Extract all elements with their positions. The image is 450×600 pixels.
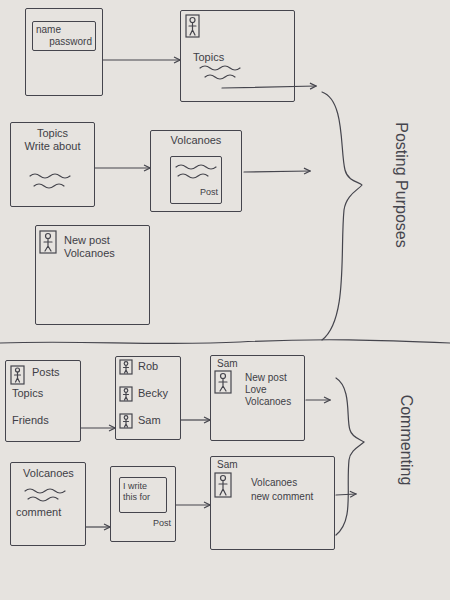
person-icon (120, 360, 132, 374)
screen-text: I write this for (123, 481, 163, 503)
screen-text: Volcanoes (16, 467, 81, 480)
squiggle (25, 489, 65, 493)
squiggle (34, 184, 64, 188)
screen-text: Sam (217, 459, 330, 471)
screen-text: Friends (12, 414, 76, 427)
flow-arrow (81, 427, 115, 428)
screen-box: New postVolcanoes (35, 225, 150, 325)
screen-box: SamNew postLoveVolcanoes (210, 355, 305, 441)
inner-box: namepassword (32, 21, 96, 51)
squiggle (30, 174, 70, 178)
person-icon (215, 473, 231, 497)
screen-text: Write about (15, 140, 90, 153)
brace (322, 92, 362, 340)
person-icon (186, 15, 199, 37)
person-icon (11, 366, 24, 384)
section-divider (0, 340, 450, 344)
screen-text: Love (245, 384, 301, 396)
person-icon (120, 414, 132, 428)
screen-text: Sam (217, 358, 301, 370)
inner-box: Post (170, 156, 222, 204)
squiggle (205, 75, 235, 79)
screen-text: Posts (32, 366, 76, 379)
squiggle (200, 66, 240, 70)
leader-arrow (336, 494, 356, 495)
screen-text: Topics (193, 51, 290, 64)
screen-text: Volcanoes (245, 396, 301, 408)
screen-text: Post (174, 187, 218, 198)
screen-text: Volcanoes (251, 477, 330, 489)
screen-text: Topics (12, 387, 76, 400)
screen-text: Becky (138, 387, 177, 400)
person-icon (215, 371, 231, 393)
screen-box: VolcanoesPost (150, 130, 242, 212)
squiggle (176, 165, 216, 169)
leader-arrow (222, 86, 316, 88)
squiggle (178, 174, 208, 178)
screen-text: Post (115, 518, 171, 529)
leader-arrow (306, 399, 330, 400)
screen-text: Topics (15, 127, 90, 140)
screen-text: name (36, 24, 92, 36)
screen-box: Post I write this for (110, 466, 176, 542)
flow-arrow (103, 59, 180, 60)
screen-text: New post (64, 234, 145, 247)
leader-arrow (244, 171, 310, 172)
person-icon (40, 231, 56, 253)
screen-text: Volcanoes (64, 247, 145, 260)
screen-text: new comment (251, 491, 330, 503)
screen-box: Volcanoes comment (10, 462, 86, 546)
screen-box: namepassword (25, 8, 103, 96)
flow-arrow (176, 504, 210, 505)
screen-box: TopicsWrite about (10, 122, 95, 207)
section-label: Commenting (395, 365, 415, 515)
screen-box: RobBeckySam (115, 356, 181, 440)
flow-arrow (95, 167, 150, 168)
screen-text: password (36, 36, 92, 48)
screen-box: Topics (180, 10, 295, 102)
flow-arrow (181, 419, 210, 420)
screen-text: comment (16, 506, 81, 519)
flow-arrow (86, 526, 110, 527)
screen-text: Sam (138, 414, 177, 427)
screen-text: New post (245, 372, 301, 384)
inner-box: I write this for (119, 477, 167, 513)
squiggle (28, 497, 58, 501)
screen-text: Volcanoes (155, 134, 237, 147)
screen-box: SamVolcanoes new comment (210, 456, 335, 550)
screen-text: Rob (138, 360, 177, 373)
screen-box: PostsTopicsFriends (5, 360, 81, 442)
section-label: Posting Purposes (390, 110, 410, 260)
person-icon (120, 387, 132, 401)
brace (336, 378, 364, 535)
